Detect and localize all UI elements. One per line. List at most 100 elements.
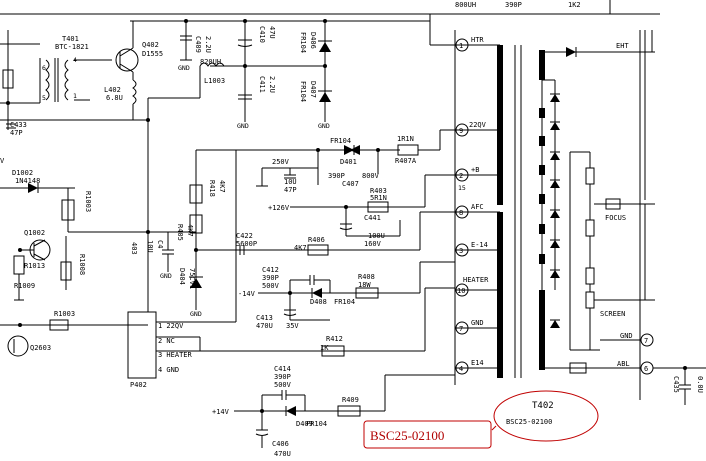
c10u-label: 10U: [284, 178, 297, 186]
svg-text:5: 5: [42, 94, 46, 102]
d401-label: D401: [340, 158, 357, 166]
svg-text:10: 10: [457, 287, 465, 295]
t402-label: T402: [532, 401, 554, 411]
svg-text:1N4148: 1N4148: [15, 177, 40, 185]
c403-label: 403: [130, 242, 138, 255]
c435-label: C435: [672, 376, 680, 393]
svg-text:9: 9: [459, 127, 463, 135]
fr104a-label: FR104: [330, 137, 351, 145]
svg-text:47P: 47P: [284, 186, 297, 194]
svg-text:HTR: HTR: [471, 36, 484, 44]
svg-text:390P: 390P: [262, 274, 279, 282]
r1013-label: R1013: [24, 262, 45, 270]
p402-pin2: 2 NC: [158, 337, 175, 345]
svg-text:7: 7: [459, 325, 463, 333]
c411-label: C411: [258, 76, 266, 93]
svg-text:15: 15: [458, 184, 466, 192]
svg-text:390P: 390P: [274, 373, 291, 381]
svg-text:2.2U: 2.2U: [204, 36, 212, 53]
svg-text:GND: GND: [318, 122, 330, 130]
transformer-pin-e14m: 3E-14: [455, 241, 488, 257]
svg-text:HEATER: HEATER: [463, 276, 489, 284]
minus14-label: -14V: [238, 290, 256, 298]
svg-text:5R1N: 5R1N: [370, 194, 387, 202]
r403-label: R403: [370, 187, 387, 195]
svg-text:470U: 470U: [274, 450, 291, 458]
annotation-tag: BSC25-02100: [370, 428, 444, 443]
transformer-pin-plusb: 2+B: [455, 166, 479, 182]
v126-label: +126V: [268, 204, 290, 212]
svg-text:4K7: 4K7: [294, 244, 307, 252]
svg-text:18W: 18W: [358, 281, 371, 289]
svg-text:1K: 1K: [320, 344, 329, 352]
c409-label: C409: [194, 36, 202, 53]
svg-text:FR104: FR104: [334, 298, 355, 306]
p402-label: P402: [130, 381, 147, 389]
svg-text:AFC: AFC: [471, 203, 484, 211]
svg-text:4K7: 4K7: [186, 224, 194, 237]
svg-text:E-14: E-14: [471, 241, 488, 249]
screen-label: SCREEN: [600, 310, 625, 318]
r412-label: R412: [326, 335, 343, 343]
svg-text:FR104: FR104: [306, 420, 327, 428]
svg-text:0.0U: 0.0U: [696, 376, 704, 393]
svg-text:8: 8: [459, 209, 463, 217]
r409-label: R409: [342, 396, 359, 404]
q1002-label: Q1002: [24, 229, 45, 237]
svg-text:7: 7: [644, 337, 648, 345]
r408-label: R408: [358, 273, 375, 281]
c407-label: C407: [342, 180, 359, 188]
r407a-label: 1R1N: [397, 135, 414, 143]
abl-label: ABL: [617, 360, 630, 368]
c441-label: C441: [364, 214, 381, 222]
top-label-inductor: 800UH: [455, 1, 476, 9]
plus14-label: +14V: [212, 408, 230, 416]
c433-label: C433: [10, 121, 27, 129]
annotation-box: [363, 420, 492, 449]
svg-text:1: 1: [73, 92, 77, 100]
svg-text:4: 4: [459, 365, 463, 373]
d1002-label: D1002: [12, 169, 33, 177]
transformer-pin-htr: 1 HTR: [455, 36, 484, 52]
top-label-resistor: 1K2: [568, 1, 581, 9]
svg-text:22QV: 22QV: [469, 121, 487, 129]
svg-text:5600P: 5600P: [236, 240, 257, 248]
top-label-capacitor: 390P: [505, 1, 522, 9]
t401-label: T401: [62, 35, 79, 43]
r1003b-label: R1003: [54, 310, 75, 318]
svg-text:47U: 47U: [268, 26, 276, 39]
svg-text:2: 2: [459, 172, 463, 180]
r1008-label: R1008: [78, 254, 86, 275]
svg-text:GND: GND: [237, 122, 249, 130]
c422-label: C422: [236, 232, 253, 240]
svg-text:GND: GND: [160, 272, 172, 280]
c413-label: C413: [256, 314, 273, 322]
svg-text:1: 1: [459, 42, 463, 50]
svg-text:500V: 500V: [274, 381, 292, 389]
svg-text:2.2U: 2.2U: [268, 76, 276, 93]
c412-label: C412: [262, 266, 279, 274]
c414-label: C414: [274, 365, 291, 373]
svg-text:10U: 10U: [146, 240, 154, 253]
c406-label: C406: [272, 440, 289, 448]
svg-text:4K7: 4K7: [218, 180, 226, 193]
r1003a-label: R1003: [84, 191, 92, 212]
svg-text:GND: GND: [178, 64, 190, 72]
d406-label: D406: [309, 32, 317, 49]
r418-label: R418: [208, 180, 216, 197]
svg-text:GND: GND: [190, 310, 202, 318]
r1009-label: R1009: [14, 282, 35, 290]
v250-label: 250V: [272, 158, 290, 166]
svg-text:GND: GND: [471, 319, 484, 327]
transformer-t402: [454, 30, 545, 385]
eht-label: EHT: [616, 42, 629, 50]
d408-label: D408: [310, 298, 327, 306]
transformer-pin-220v: 9 22QV: [455, 121, 487, 137]
svg-text:FR104: FR104: [299, 81, 307, 102]
q2603-label: Q2603: [30, 344, 51, 352]
svg-text:35V: 35V: [286, 322, 299, 330]
svg-text:6.8U: 6.8U: [106, 94, 123, 102]
d407-label: D407: [309, 81, 317, 98]
q402-label: Q402: [142, 41, 159, 49]
